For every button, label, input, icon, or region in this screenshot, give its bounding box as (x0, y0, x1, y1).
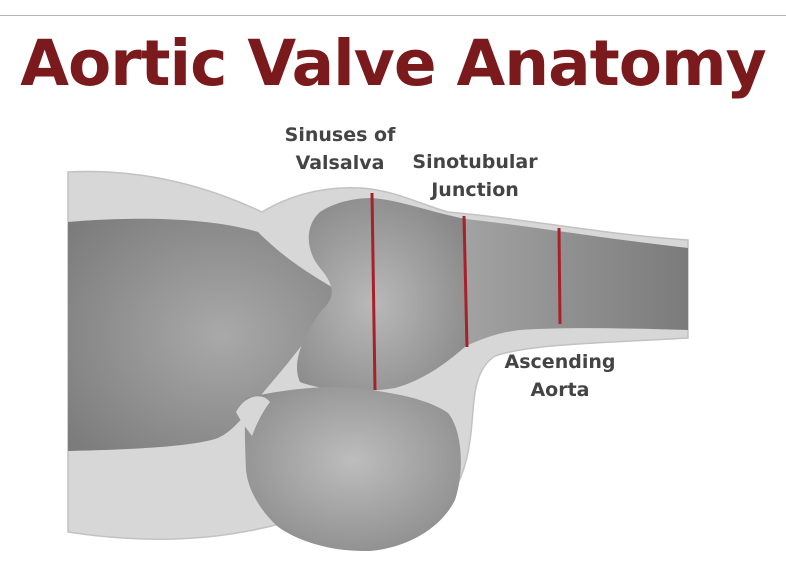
sinus-of-valsalva-cavity (296, 198, 466, 391)
stj-label-line1: Sinotubular (412, 151, 538, 173)
lower-sinus-cavity (244, 387, 461, 552)
stj-label-line2: Junction (431, 179, 519, 201)
sinuses-marker-line (370, 192, 377, 391)
ascending-aorta-lumen (466, 219, 688, 346)
ascending-label-line1: Ascending (504, 351, 616, 373)
page-title: Aortic Valve Anatomy (20, 27, 766, 100)
ascending-aorta-marker-line (557, 227, 562, 325)
ascending-aorta-label: Ascending Aorta (490, 348, 630, 404)
sinuses-label-line1: Sinuses of (284, 124, 396, 146)
sinuses-label-line2: Valsalva (295, 152, 385, 174)
sinotubular-junction-label: Sinotubular Junction (405, 148, 545, 204)
top-divider (0, 15, 786, 16)
valve-cusp (236, 396, 270, 436)
ascending-label-line2: Aorta (530, 379, 590, 401)
stj-marker-line (462, 215, 469, 348)
sinuses-of-valsalva-label: Sinuses of Valsalva (276, 121, 404, 177)
left-ventricle-cavity (68, 218, 348, 451)
